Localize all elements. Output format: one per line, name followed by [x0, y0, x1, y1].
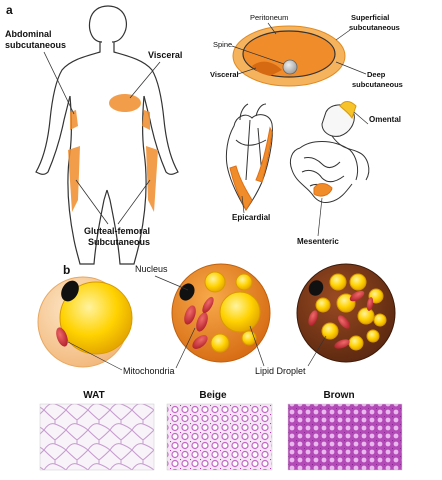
- label-lipid-droplet: Lipid Droplet: [255, 366, 306, 376]
- beige-cell: [171, 263, 271, 363]
- heading-wat: WAT: [83, 390, 104, 401]
- panel-b-letter: b: [63, 263, 70, 277]
- spine-shape: [282, 59, 298, 75]
- label-mitochondria: Mitochondria: [123, 366, 175, 376]
- label-abdominal-sub: subcutaneous: [5, 40, 66, 50]
- leader-visceral: [129, 61, 161, 99]
- intestines-icon: [289, 101, 370, 203]
- label-epicardial: Epicardial: [232, 213, 270, 222]
- panel-a-letter: a: [6, 3, 13, 17]
- wat-nucleus: [61, 280, 79, 302]
- gluteal-fat-right: [146, 146, 158, 212]
- label-superficial: Superficial: [351, 13, 389, 22]
- brown-histology-image: [287, 403, 403, 471]
- abdominal-fat-left: [70, 110, 78, 130]
- mesenteric-fat-shape: [313, 183, 333, 197]
- abdominal-cross-section: [232, 25, 346, 87]
- brown-cell: [296, 263, 396, 363]
- wat-mitochondrion: [56, 327, 68, 347]
- gluteal-fat-left: [68, 146, 80, 212]
- beige-histology-image: [166, 403, 273, 471]
- label-gluteal-sub: Subcutaneous: [88, 237, 150, 247]
- label-abdominal: Abdominal: [5, 29, 52, 39]
- label-deep: Deep: [367, 70, 386, 79]
- label-superficial-sub: subcutaneous: [349, 23, 400, 32]
- label-spine: Spine: [213, 40, 232, 49]
- label-peritoneum: Peritoneum: [250, 13, 288, 22]
- label-gluteal: Gluteal-femoral: [84, 226, 150, 236]
- label-visceral: Visceral: [148, 50, 182, 60]
- label-nucleus: Nucleus: [135, 264, 168, 274]
- brown-nucleus: [308, 280, 324, 296]
- heading-beige: Beige: [199, 390, 227, 401]
- leader-gluteal-right: [117, 179, 151, 225]
- leader-abdominal: [43, 51, 75, 115]
- wat-cell: [37, 276, 133, 368]
- human-body-outline: [35, 5, 179, 265]
- leader-gluteal-left: [75, 179, 109, 225]
- label-mesenteric: Mesenteric: [297, 237, 339, 246]
- label-deep-sub: subcutaneous: [352, 80, 403, 89]
- visceral-fat-region: [109, 94, 141, 112]
- wat-histology-image: [39, 403, 155, 471]
- heading-brown: Brown: [323, 390, 354, 401]
- label-visceral-section: Visceral: [210, 70, 239, 79]
- heart-icon: [225, 103, 273, 212]
- abdominal-fat-right: [142, 110, 150, 130]
- body-fat-depots: [68, 94, 158, 212]
- label-omental: Omental: [369, 115, 401, 124]
